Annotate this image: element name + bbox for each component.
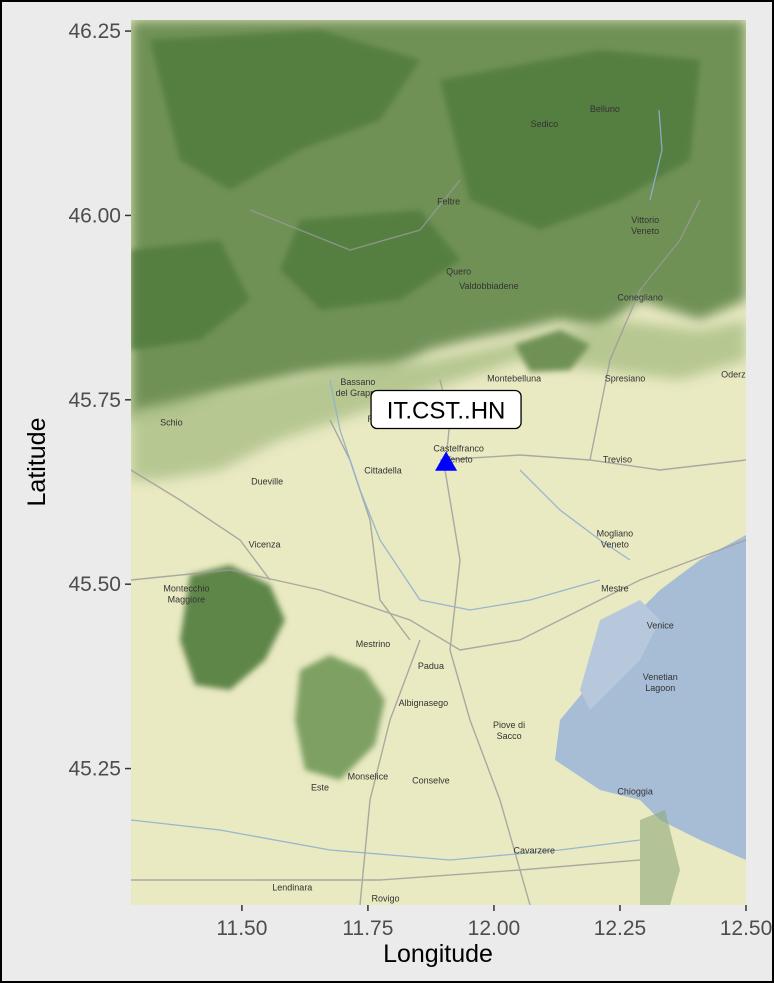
place-label: Venetian [643,672,678,682]
roads [131,179,746,905]
place-label: Dueville [251,477,283,487]
place-label: del Grappa [336,388,381,398]
y-tick-label: 46.25 [68,20,121,43]
place-label: Albignasego [399,698,449,708]
place-label: Bassano [340,377,375,387]
place-label: Cavarzere [514,845,556,855]
station-label-box [370,389,522,430]
prealps-foothills [131,320,746,480]
place-label: Vicenza [249,539,281,549]
place-label: Sedico [531,119,559,129]
place-label: Veneto [631,226,659,236]
x-tick-label: 11.50 [216,917,267,940]
y-tick-label: 45.75 [68,389,121,412]
place-label: Belluno [590,104,620,114]
berici-hills [180,565,285,690]
place-label: Venice [647,620,674,630]
x-axis-title: Longitude [383,940,493,968]
place-label: Este [311,783,329,793]
x-tick-label: 12.50 [720,917,773,940]
alpine-ridges [131,30,700,350]
montello-hills [515,330,590,372]
place-label: Sacco [497,731,522,741]
place-label: Veneto [601,539,629,549]
place-label: Monselice [348,772,389,782]
place-label: Valdobbiadene [459,281,518,291]
y-tick-label: 45.50 [68,573,121,596]
place-label: Oderzo [721,370,751,380]
place-label: Piove di [493,720,525,730]
place-label: Padua [418,661,444,671]
x-tick-label: 12.00 [468,917,521,940]
rivers [131,109,663,861]
x-axis: 11.50 11.75 12.00 12.25 12.50 [216,905,772,940]
station-marker[interactable] [435,451,458,471]
place-label: Cittadella [364,466,402,476]
euganean-hills [295,655,385,780]
po-delta [640,810,680,905]
y-axis: 45.25 45.50 45.75 46.00 46.25 [68,20,131,781]
station-layer: IT.CST..HN [370,389,522,471]
place-label: Conegliano [617,292,663,302]
place-label: Mestre [601,584,629,594]
place-label: Chioggia [617,786,653,796]
place-label: Treviso [603,455,632,465]
place-label: Mogliano [597,528,634,538]
place-label: Mestrino [356,639,391,649]
place-label: Montecchio [163,584,209,594]
place-label: Veneto [445,455,473,465]
station-label: IT.CST..HN [387,398,506,425]
place-label: Lagoon [645,683,675,693]
y-tick-label: 46.00 [68,204,121,227]
place-label: Rovigo [372,893,400,903]
place-label: Maggiore [168,595,206,605]
place-label: Lendinara [272,882,312,892]
place-label: Conselve [412,775,450,785]
place-label: Feltre [437,196,460,206]
x-tick-label: 12.25 [594,917,647,940]
map-tiles [131,20,746,905]
place-label: Castelfranco [433,443,484,453]
place-label: Schio [160,418,183,428]
adriatic-sea [555,535,746,860]
y-axis-title: Latitude [23,418,51,507]
venetian-lagoon [580,600,660,710]
place-label: Quero [446,266,471,276]
y-tick-label: 45.25 [68,758,121,781]
place-label: Montebelluna [487,373,541,383]
place-label: Spresiano [605,373,646,383]
x-tick-label: 11.75 [342,917,393,940]
place-label: Vittorio [631,215,659,225]
